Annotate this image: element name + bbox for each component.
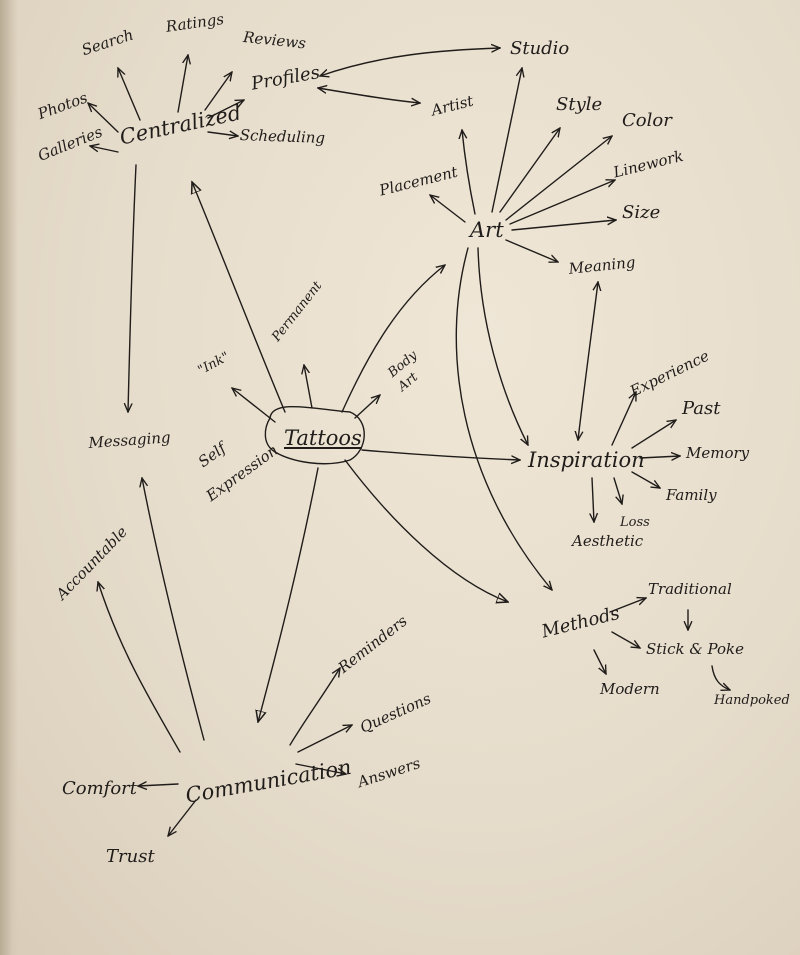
- link-inspiration-memory: [639, 456, 680, 458]
- node-family: Family: [666, 486, 717, 504]
- link-profiles-studio: [320, 48, 500, 76]
- link-tattoos-inspiration: [361, 449, 520, 460]
- link-centralized-search: [118, 68, 141, 121]
- hub-art: Art: [470, 218, 504, 242]
- node-comfort: Comfort: [62, 778, 138, 799]
- link-methods-modern: [593, 649, 606, 674]
- node-trust: Trust: [106, 846, 155, 867]
- node-style: Style: [556, 94, 603, 115]
- link-methods-traditional: [609, 598, 646, 613]
- tattoos-circle: [264, 405, 365, 465]
- node-modern: Modern: [600, 680, 660, 698]
- link-art-studio: [491, 68, 522, 213]
- link-centralized-profiles: [207, 100, 244, 119]
- link-inspiration-aesthetic: [592, 477, 594, 522]
- link-centralized-messaging: [128, 164, 137, 412]
- link-inspiration-loss: [613, 477, 622, 504]
- node-traditional: Traditional: [648, 580, 732, 598]
- link-tattoos-bodyart: [354, 395, 380, 419]
- link-inspiration-experience: [611, 392, 637, 446]
- link-art-meaning: [505, 239, 558, 262]
- link-art-size: [511, 220, 616, 231]
- link-tattoos-centralized: [192, 182, 286, 413]
- link-art-artist: [462, 130, 476, 215]
- node-color: Color: [622, 110, 672, 131]
- link-communication-reminders: [289, 668, 340, 746]
- node-past: Past: [682, 398, 721, 419]
- notebook-binding: [0, 0, 18, 955]
- link-tattoos-ink: [232, 388, 276, 423]
- node-size: Size: [622, 202, 661, 223]
- node-studio: Studio: [510, 38, 570, 59]
- link-communication-accountable: [98, 582, 181, 753]
- node-loss: Loss: [620, 515, 650, 530]
- link-tattoos-art: [341, 265, 445, 413]
- link-stickpoke-handpoked: [711, 665, 730, 690]
- link-centralized-scheduling: [207, 132, 238, 136]
- link-centralized-reviews: [204, 72, 232, 111]
- hub-inspiration: Inspiration: [528, 448, 645, 472]
- link-communication-trust: [168, 799, 197, 836]
- node-stick-and-poke: Stick & Poke: [646, 640, 744, 658]
- link-meaning-inspiration: [578, 282, 598, 440]
- node-memory: Memory: [686, 444, 750, 462]
- link-communication-messaging: [142, 478, 205, 741]
- node-scheduling: Scheduling: [239, 126, 326, 147]
- node-handpoked: Handpoked: [714, 693, 790, 708]
- link-art-placement: [430, 195, 466, 223]
- link-profiles-artist: [318, 88, 420, 103]
- node-aesthetic: Aesthetic: [572, 532, 644, 550]
- link-art-inspiration: [477, 247, 528, 445]
- link-tattoos-permanent: [304, 365, 313, 409]
- link-communication-answers: [295, 763, 346, 774]
- link-methods-stickpoke: [611, 631, 640, 648]
- link-centralized-photos: [88, 103, 119, 133]
- link-art-linework: [509, 180, 615, 225]
- link-inspiration-family: [631, 471, 660, 488]
- center-node-tattoos: Tattoos: [284, 426, 362, 450]
- link-centralized-galleries: [90, 146, 119, 153]
- link-communication-comfort: [138, 784, 179, 786]
- link-communication-questions: [297, 725, 352, 753]
- link-art-color: [505, 136, 612, 221]
- link-tattoos-communication: [258, 467, 319, 722]
- link-art-methods: [455, 247, 552, 590]
- link-centralized-ratings: [177, 55, 188, 113]
- link-inspiration-past: [631, 420, 676, 449]
- link-tattoos-methods: [344, 459, 508, 602]
- link-art-style: [499, 128, 560, 213]
